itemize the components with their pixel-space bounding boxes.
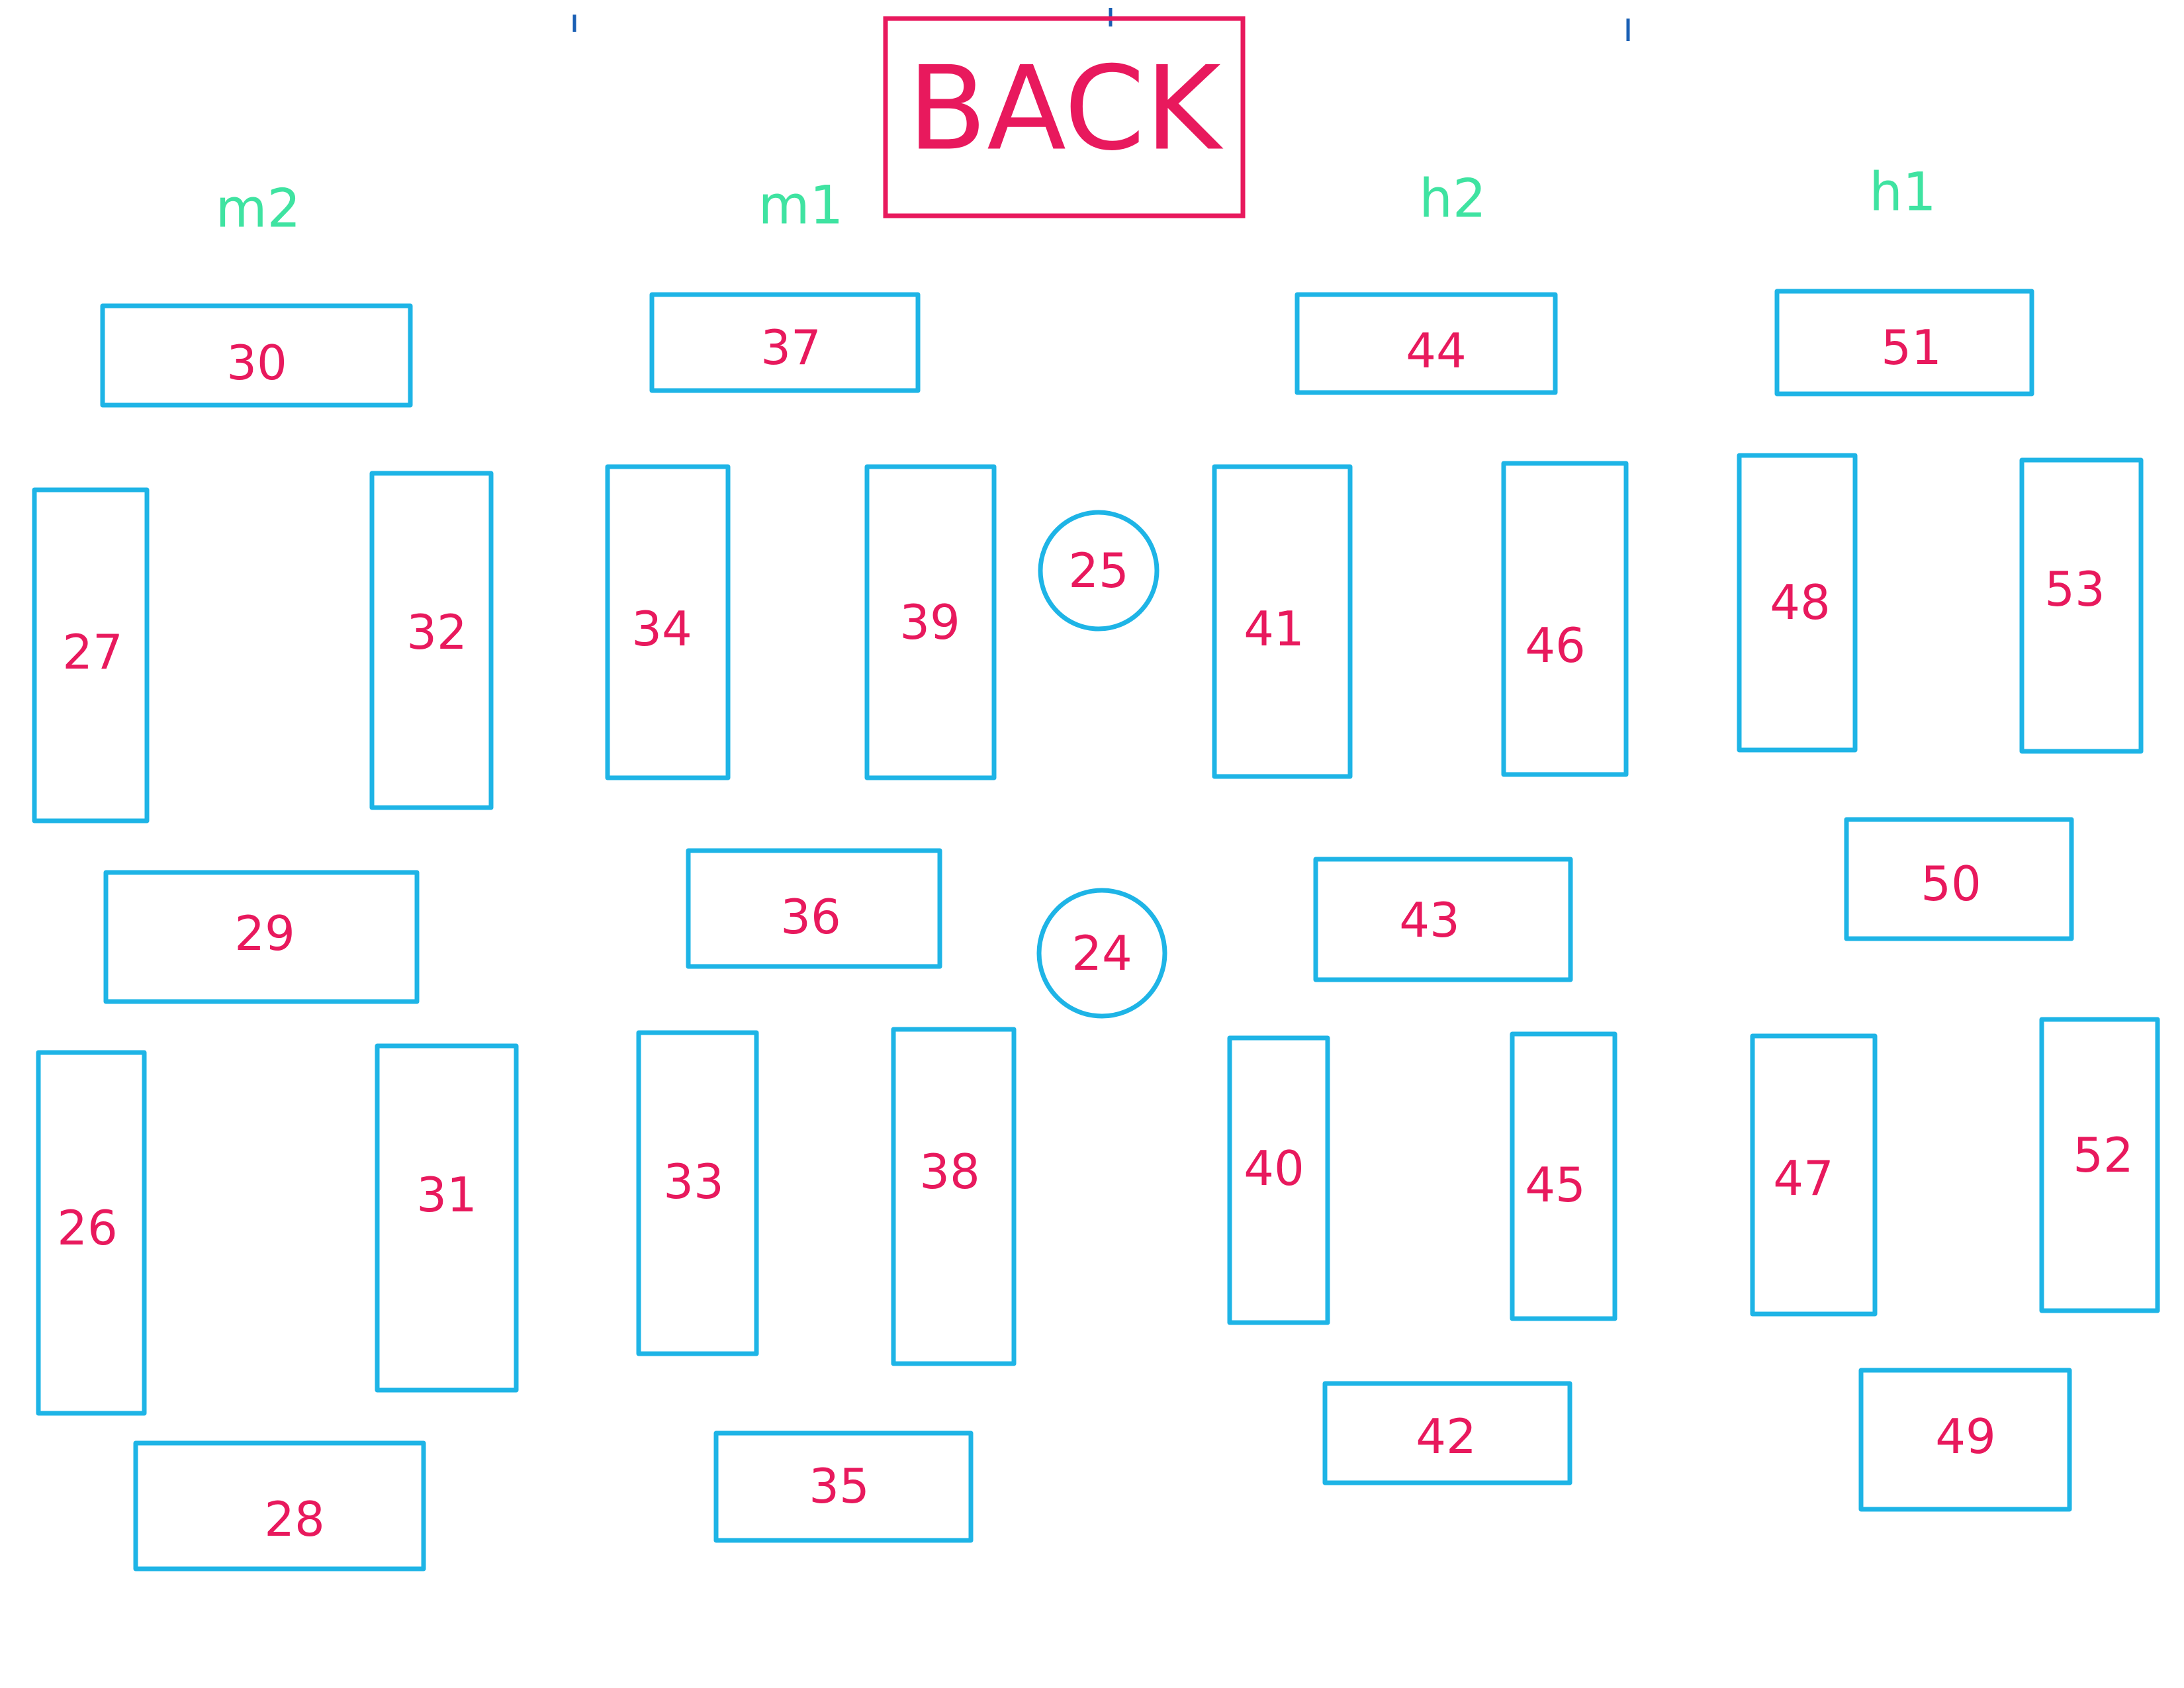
seat-number: 27 <box>62 624 123 680</box>
seat-circle: 24 <box>1036 888 1167 1019</box>
center-seats: 25 24 <box>1036 510 1167 1019</box>
seat-box: 28 <box>133 1440 426 1571</box>
section-h2: 44 41 46 43 40 45 42 <box>1212 292 1629 1485</box>
seat-box: 27 <box>32 487 150 823</box>
seat-number: 25 <box>1068 543 1129 598</box>
seat-box: 29 <box>103 870 420 1004</box>
seat-box: 31 <box>375 1043 519 1393</box>
seat-box: 33 <box>636 1030 759 1356</box>
section-h1: 51 48 53 50 47 52 49 <box>1737 289 2160 1512</box>
seat-number: 28 <box>264 1491 325 1547</box>
seat-box: 43 <box>1313 857 1573 982</box>
seat-circle: 25 <box>1038 510 1160 632</box>
seat-box: 38 <box>891 1027 1017 1366</box>
section-label-h2: h2 <box>1419 168 1486 230</box>
seat-box: 36 <box>686 848 942 969</box>
seat-box: 46 <box>1501 461 1629 777</box>
seat-box: 50 <box>1844 817 2074 941</box>
seat-number: 47 <box>1773 1150 1834 1206</box>
seat-number: 51 <box>1881 320 1942 375</box>
section-label-h1: h1 <box>1869 162 1936 223</box>
seat-number: 30 <box>226 335 287 391</box>
seat-box: 34 <box>605 464 731 780</box>
seat-box: 35 <box>713 1430 974 1543</box>
seat-number: 44 <box>1406 323 1467 379</box>
seat-number: 36 <box>780 889 841 945</box>
seat-number: 32 <box>406 604 467 660</box>
seat-number: 29 <box>234 906 295 961</box>
seat-number: 43 <box>1399 892 1460 948</box>
section-m2: 30 27 32 29 26 31 28 <box>32 303 519 1571</box>
seat-number: 46 <box>1525 618 1586 673</box>
seat-number: 37 <box>760 320 821 375</box>
seat-number: 41 <box>1244 601 1304 657</box>
seat-number: 42 <box>1416 1409 1477 1464</box>
seat-number: 45 <box>1525 1157 1586 1213</box>
seat-number: 50 <box>1921 856 1981 912</box>
seat-box: 26 <box>36 1050 147 1416</box>
seat-box: 32 <box>369 471 494 810</box>
seat-box: 42 <box>1322 1381 1572 1485</box>
seat-box: 47 <box>1750 1033 1878 1317</box>
back-box <box>883 16 1246 218</box>
seat-box: 52 <box>2039 1017 2160 1313</box>
seat-number: 35 <box>809 1458 870 1514</box>
seat-box: 45 <box>1510 1031 1617 1321</box>
section-label-m2: m2 <box>216 178 301 240</box>
seat-box: 40 <box>1227 1035 1330 1325</box>
seat-box: 44 <box>1295 292 1558 395</box>
seat-number: 40 <box>1244 1141 1304 1196</box>
seat-number: 24 <box>1071 925 1132 981</box>
seat-number: 48 <box>1770 575 1831 630</box>
seat-box: 53 <box>2019 457 2144 754</box>
seat-number: 34 <box>631 601 692 657</box>
seat-number: 39 <box>899 594 960 650</box>
back-label: BACK <box>907 42 1224 177</box>
seat-box: 49 <box>1858 1368 2072 1512</box>
seat-number: 33 <box>663 1154 724 1209</box>
back-sign: BACK <box>883 16 1246 218</box>
seat-number: 31 <box>416 1167 477 1223</box>
seat-number: 52 <box>2073 1127 2134 1183</box>
seat-number: 38 <box>919 1144 980 1199</box>
seat-box: 41 <box>1212 464 1353 779</box>
seat-box: 51 <box>1774 289 2034 397</box>
seat-box: 39 <box>864 464 997 780</box>
seat-box: 30 <box>100 303 413 408</box>
seat-box: 37 <box>649 292 921 393</box>
seat-number: 26 <box>57 1200 118 1256</box>
seat-number: 49 <box>1935 1409 1996 1464</box>
seat-box: 48 <box>1737 453 1858 753</box>
section-m1: 37 34 39 36 33 38 35 <box>605 292 1017 1543</box>
seat-number: 53 <box>2044 561 2105 617</box>
section-label-m1: m1 <box>758 175 844 236</box>
